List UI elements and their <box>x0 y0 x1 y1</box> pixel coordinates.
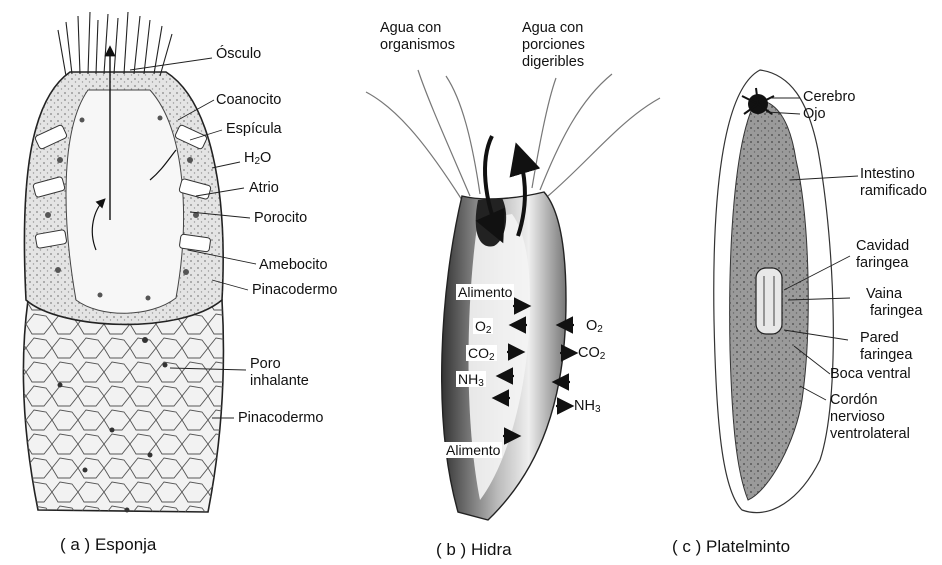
sponge-atrium <box>66 90 183 313</box>
label-cerebro: Cerebro <box>803 89 855 106</box>
label-nh3-inside: NH3 <box>456 371 486 387</box>
label-co2-inside: CO2 <box>466 345 497 361</box>
label-o2-inside: O2 <box>473 318 493 334</box>
caption-esponja: ( a ) Esponja <box>60 535 156 555</box>
label-h2o: H2O <box>244 150 271 167</box>
label-amebocito: Amebocito <box>259 257 328 274</box>
sponge-drawing <box>23 12 223 513</box>
label-ojo: Ojo <box>803 106 826 123</box>
label-boca-ventral: Boca ventral <box>830 366 911 383</box>
label-alimento-top: Alimento <box>456 284 514 300</box>
label-pinacodermo-lower: Pinacodermo <box>238 410 323 427</box>
caption-platelminto: ( c ) Platelminto <box>672 537 790 557</box>
label-porocito: Porocito <box>254 210 307 227</box>
label-pinacodermo-upper: Pinacodermo <box>252 282 337 299</box>
flatworm-drawing <box>714 70 834 513</box>
label-coanocito: Coanocito <box>216 92 281 109</box>
label-nh3-outside: NH3 <box>574 398 601 415</box>
caption-hidra: ( b ) Hidra <box>436 540 512 560</box>
label-o2-outside: O2 <box>586 318 603 335</box>
label-espicula: Espícula <box>226 121 282 138</box>
label-alimento-bottom: Alimento <box>444 442 502 458</box>
label-osculo: Ósculo <box>216 46 261 63</box>
label-atrio: Atrio <box>249 180 279 197</box>
label-co2-outside: CO2 <box>578 345 605 362</box>
